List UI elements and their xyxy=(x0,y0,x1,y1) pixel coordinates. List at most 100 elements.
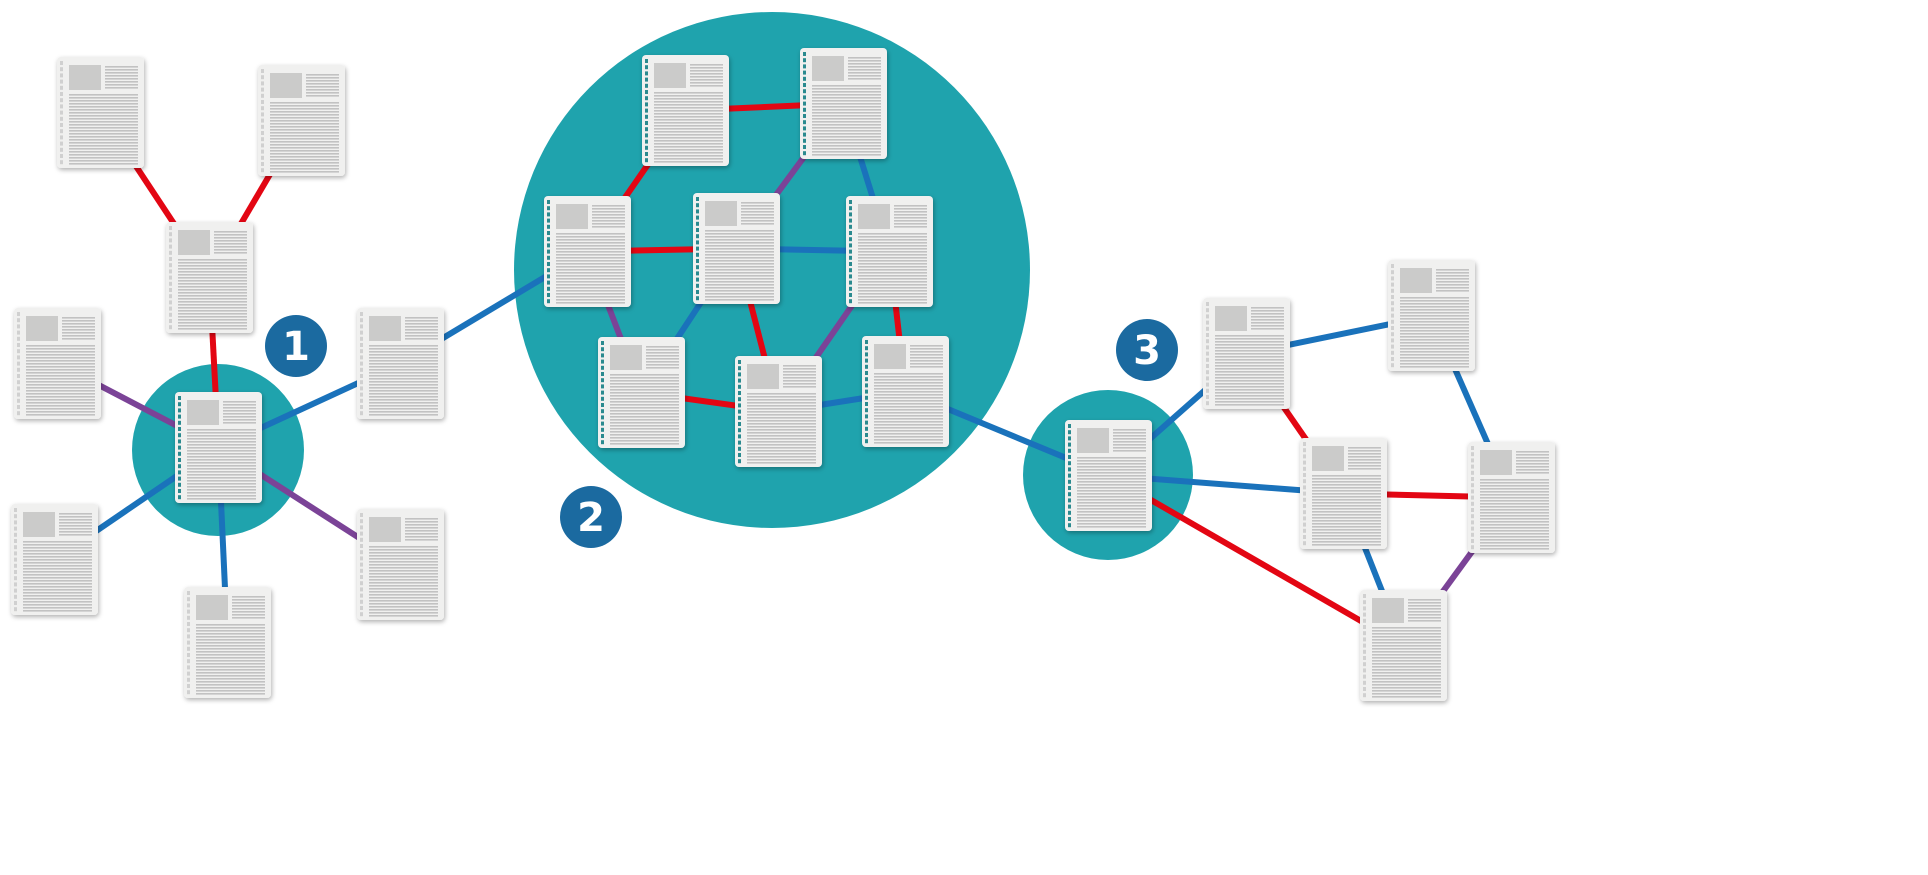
binder-hole xyxy=(187,684,190,688)
text-line xyxy=(405,323,438,325)
binder-hole xyxy=(547,249,550,254)
text-line xyxy=(105,87,138,89)
text-line xyxy=(654,137,723,139)
text-line xyxy=(69,133,138,135)
binder-hole xyxy=(1363,606,1366,611)
binder-hole xyxy=(1068,430,1071,435)
text-line xyxy=(1436,284,1469,286)
text-line xyxy=(1251,325,1284,327)
text-line xyxy=(610,392,679,394)
text-line xyxy=(369,549,438,551)
document-F xyxy=(357,308,444,419)
binder-hole xyxy=(169,312,172,317)
text-line xyxy=(1400,303,1469,305)
text-line xyxy=(270,147,339,149)
text-line xyxy=(556,278,625,280)
document-P xyxy=(735,356,822,467)
text-line xyxy=(1516,472,1549,474)
binder-hole xyxy=(261,100,264,104)
text-line xyxy=(874,400,943,402)
binder-hole xyxy=(1363,643,1366,648)
text-line xyxy=(405,539,438,541)
binder-hole xyxy=(696,203,699,208)
binder-hole xyxy=(696,296,699,301)
text-line xyxy=(848,75,881,77)
binder-hole xyxy=(169,306,172,311)
text-line xyxy=(812,112,881,114)
text-line xyxy=(214,243,247,245)
binder-hole xyxy=(261,112,264,117)
text-line xyxy=(306,86,339,88)
text-line xyxy=(369,384,438,386)
text-line xyxy=(1312,481,1381,483)
text-line xyxy=(556,242,625,244)
text-line xyxy=(369,399,438,401)
binder-hole xyxy=(645,71,648,76)
text-line xyxy=(23,595,92,597)
binder-hole xyxy=(60,92,63,96)
text-line xyxy=(654,158,723,160)
badge-label: 3 xyxy=(1133,328,1161,374)
text-line xyxy=(910,357,943,359)
text-line xyxy=(858,269,927,271)
binder-hole xyxy=(865,377,868,382)
binder-hole xyxy=(645,108,648,113)
binder-hole xyxy=(696,246,699,251)
text-line xyxy=(705,284,774,286)
text-line xyxy=(405,335,438,337)
text-line xyxy=(858,260,927,262)
text-line xyxy=(610,374,679,376)
binder-hole xyxy=(601,384,604,389)
binder-hole xyxy=(547,212,550,217)
binder-hole xyxy=(14,526,17,531)
text-line xyxy=(654,155,723,157)
text-line xyxy=(1480,533,1549,535)
text-line xyxy=(610,395,679,397)
text-line xyxy=(1312,523,1381,525)
text-line xyxy=(654,131,723,133)
text-line xyxy=(1480,524,1549,526)
text-line xyxy=(178,274,247,276)
text-line xyxy=(23,574,92,576)
text-line xyxy=(306,74,339,76)
text-line xyxy=(1113,429,1146,431)
text-line xyxy=(26,390,95,392)
binder-hole xyxy=(169,319,172,323)
text-line xyxy=(874,427,943,429)
text-line xyxy=(1077,493,1146,495)
binder-hole xyxy=(738,366,741,371)
binder-hole xyxy=(849,231,852,235)
text-line xyxy=(178,283,247,285)
binder-hole xyxy=(1068,442,1071,447)
text-line xyxy=(1400,309,1469,311)
text-line xyxy=(1372,672,1441,674)
text-line xyxy=(1077,478,1146,480)
binder-hole xyxy=(1068,486,1071,490)
text-line xyxy=(812,142,881,144)
binder-hole xyxy=(849,280,852,285)
binder-hole xyxy=(803,126,806,131)
text-line xyxy=(223,401,256,403)
text-line xyxy=(1480,509,1549,511)
image-placeholder xyxy=(1480,450,1512,475)
binder-hole xyxy=(803,138,806,143)
document-H xyxy=(184,587,271,698)
text-line xyxy=(1348,462,1381,464)
text-line xyxy=(23,553,92,555)
text-line xyxy=(610,428,679,430)
binder-hole xyxy=(645,65,648,70)
text-line xyxy=(1408,617,1441,619)
text-line xyxy=(646,358,679,360)
binder-hole xyxy=(738,384,741,389)
text-line xyxy=(369,414,438,416)
binder-hole xyxy=(803,70,806,75)
text-line xyxy=(405,521,438,523)
text-line xyxy=(812,151,881,153)
text-line xyxy=(196,645,265,647)
text-line xyxy=(747,435,816,437)
text-line xyxy=(187,492,256,494)
text-line xyxy=(369,354,438,356)
text-line xyxy=(894,205,927,207)
image-placeholder xyxy=(610,345,642,370)
binder-hole xyxy=(849,286,852,291)
